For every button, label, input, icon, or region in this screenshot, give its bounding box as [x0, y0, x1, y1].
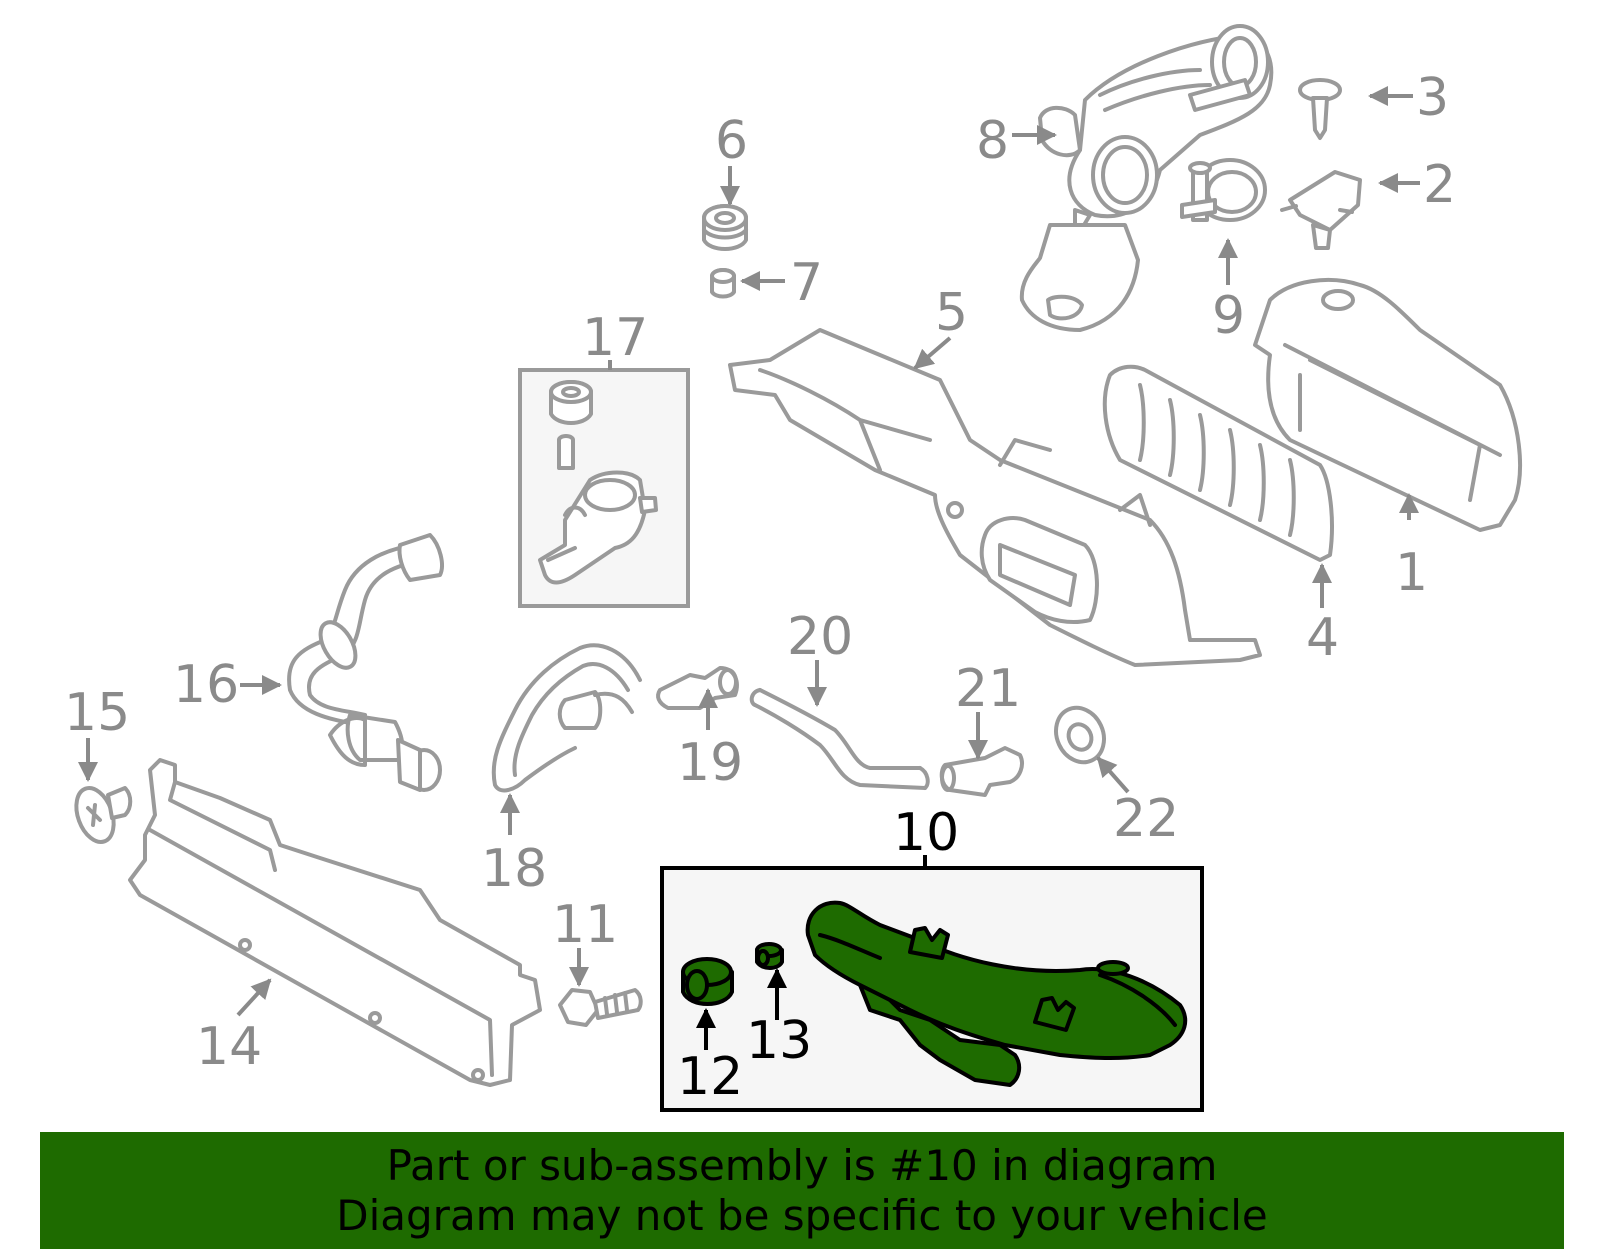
part-3-screw[interactable] [1298, 78, 1342, 140]
callout-22[interactable]: 22 [1113, 789, 1179, 849]
callout-12[interactable]: 12 [677, 1047, 743, 1107]
arrow-14 [236, 978, 272, 1017]
callout-16[interactable]: 16 [173, 655, 239, 715]
part-17-box[interactable] [518, 368, 690, 608]
part-10-intake-duct[interactable] [805, 900, 1188, 1087]
part-21-fitting[interactable] [939, 746, 1024, 797]
part-16-hose[interactable] [287, 533, 444, 792]
callout-3[interactable]: 3 [1416, 68, 1449, 128]
part-12-grommet[interactable] [681, 957, 734, 1006]
callout-2[interactable]: 2 [1423, 155, 1456, 215]
callout-21[interactable]: 21 [955, 659, 1021, 719]
banner-line-2: Diagram may not be specific to your vehi… [336, 1190, 1268, 1240]
banner-line-1: Part or sub-assembly is #10 in diagram [386, 1140, 1218, 1190]
part-20-hose[interactable] [749, 688, 930, 790]
part-13-sleeve[interactable] [755, 942, 784, 970]
callout-20[interactable]: 20 [787, 607, 853, 667]
part-19-elbow[interactable] [656, 666, 739, 710]
callout-9[interactable]: 9 [1212, 286, 1245, 346]
callout-7[interactable]: 7 [790, 253, 823, 313]
part-15-bolt[interactable] [69, 783, 133, 847]
arrow-22 [1096, 756, 1130, 794]
callout-14[interactable]: 14 [196, 1017, 262, 1077]
callout-labels: 1 2 3 4 5 6 7 8 9 10 11 12 13 14 15 16 1… [64, 68, 1456, 1107]
callout-1[interactable]: 1 [1395, 543, 1428, 603]
part-6-grommet[interactable] [702, 204, 748, 251]
part-9-clamp[interactable] [1180, 158, 1267, 222]
part-10-box[interactable] [660, 866, 1204, 1112]
part-11-bolt[interactable] [558, 988, 643, 1027]
part-2-sensor[interactable] [1280, 170, 1362, 250]
info-banner: Part or sub-assembly is #10 in diagram D… [40, 1132, 1564, 1249]
callout-11[interactable]: 11 [552, 895, 618, 955]
callout-4[interactable]: 4 [1306, 608, 1339, 668]
part-22-grommet[interactable] [1047, 700, 1112, 770]
arrow-5 [913, 336, 952, 370]
part-18-hose[interactable] [491, 643, 642, 793]
callout-10[interactable]: 10 [893, 803, 959, 863]
callout-5[interactable]: 5 [935, 283, 968, 343]
part-4-filter[interactable] [1102, 364, 1334, 562]
part-8-intake-tube[interactable] [1019, 24, 1274, 332]
callout-18[interactable]: 18 [481, 839, 547, 899]
callout-13[interactable]: 13 [746, 1011, 812, 1071]
part-5-duct[interactable] [728, 328, 1262, 667]
callout-6[interactable]: 6 [715, 111, 748, 171]
callout-15[interactable]: 15 [64, 683, 130, 743]
callout-17[interactable]: 17 [582, 308, 648, 368]
leader-lines [78, 86, 1420, 1050]
part-7-sleeve[interactable] [710, 268, 736, 299]
part-14-panel[interactable] [128, 758, 542, 1087]
callout-19[interactable]: 19 [677, 733, 743, 793]
callout-8[interactable]: 8 [976, 111, 1009, 171]
part-1-airbox-lower[interactable] [1253, 278, 1522, 532]
